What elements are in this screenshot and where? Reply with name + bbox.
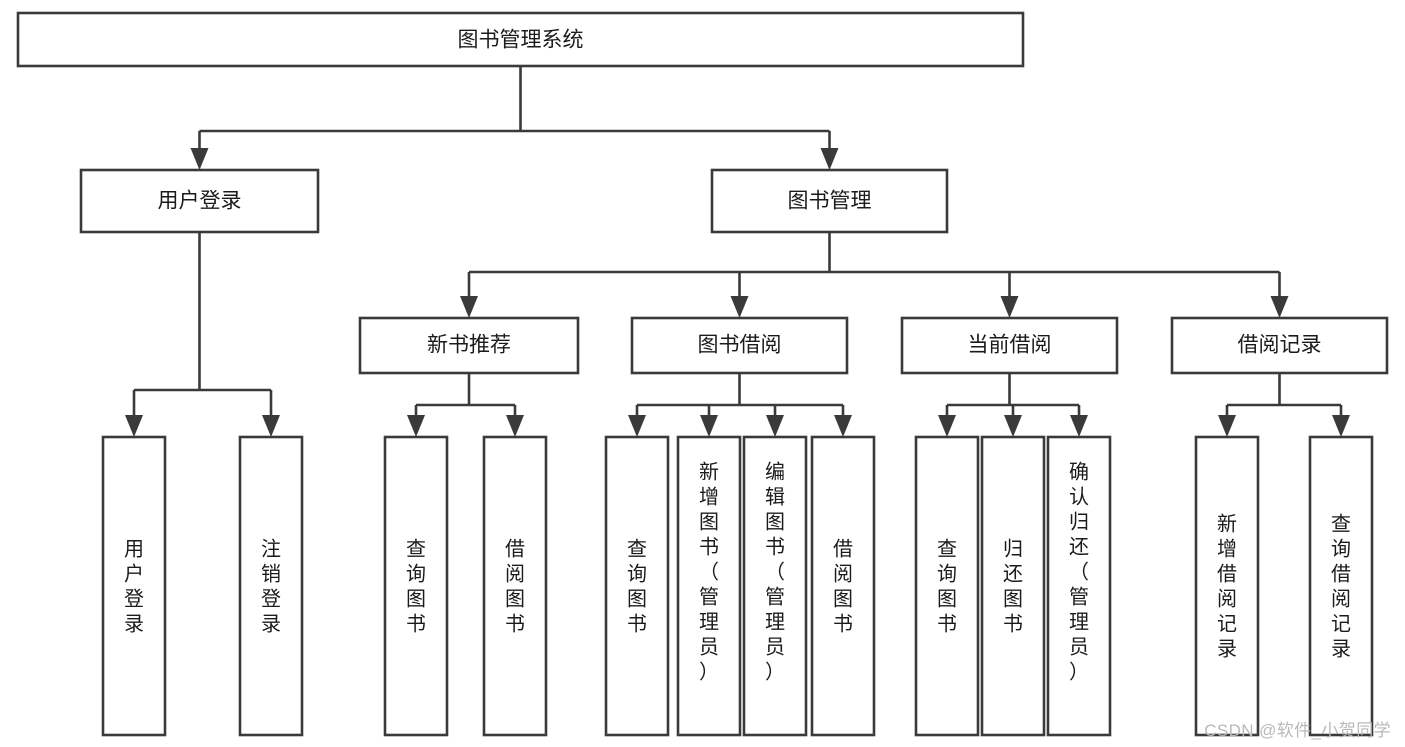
leaf-add-record-label: 新增借阅记录 [1217,513,1237,661]
leaf-confirm-return-box[interactable] [1046,435,1112,737]
node-borrow-record-box[interactable] [1170,316,1389,375]
leaf-confirm-return[interactable]: 确认归还（管理员） [1046,435,1112,737]
arrow-to-leaf-logout-login [262,415,280,437]
arrow-to-leaf-return-book [1004,415,1022,437]
leaf-borrow-book-2-label: 借阅图书 [833,538,853,636]
leaf-query-book-2-label: 查询图书 [627,538,647,636]
leaf-query-book-1[interactable]: 查询图书 [383,435,449,737]
leaf-query-book-2[interactable]: 查询图书 [604,435,670,737]
leaf-query-book-3-label: 查询图书 [937,538,957,636]
node-root-label: 图书管理系统 [458,29,584,52]
node-borrow-record[interactable]: 借阅记录 [1170,316,1389,375]
arrow-to-leaf-query-book-1 [407,415,425,437]
arrow-to-leaf-borrow-book-2 [834,415,852,437]
node-root-box[interactable] [16,11,1025,68]
leaf-edit-book[interactable]: 编辑图书（管理员） [742,435,808,737]
leaf-query-book-3[interactable]: 查询图书 [914,435,980,737]
leaf-logout-login-label: 注销登录 [261,538,281,636]
node-user-login[interactable]: 用户登录 [79,168,320,234]
node-book-borrow-box[interactable] [630,316,849,375]
leaf-add-record[interactable]: 新增借阅记录 [1194,435,1260,737]
node-current-borrow[interactable]: 当前借阅 [900,316,1119,375]
leaf-edit-book-box[interactable] [742,435,808,737]
arrow-to-leaf-query-book-2 [628,415,646,437]
leaf-query-record-label: 查询借阅记录 [1331,513,1351,661]
arrow-to-leaf-add-record [1218,415,1236,437]
leaf-return-book-box[interactable] [980,435,1046,737]
arrow-to-leaf-query-book-3 [938,415,956,437]
leaf-add-book[interactable]: 新增图书（管理员） [676,435,742,737]
arrow-to-leaf-query-record [1332,415,1350,437]
arrow-to-user-login [190,148,209,170]
node-root[interactable]: 图书管理系统 [16,11,1025,68]
arrow-to-leaf-confirm-return [1070,415,1088,437]
node-user-login-box[interactable] [79,168,320,234]
node-book-borrow-label: 图书借阅 [698,334,782,357]
arrow-to-current-borrow [1000,296,1019,318]
arrow-to-leaf-edit-book [766,415,784,437]
node-new-book-rec-label: 新书推荐 [427,334,511,357]
arrow-to-leaf-add-book [700,415,718,437]
node-borrow-record-label: 借阅记录 [1238,334,1322,357]
leaf-borrow-book-1-box[interactable] [482,435,548,737]
leaf-logout-login-box[interactable] [238,435,304,737]
leaf-node-layer: 用户登录 注销登录 查询图书 借阅图书 查询图书 新增图书（管理员） 编辑图书（管理员） 借阅… [101,435,1374,737]
leaf-borrow-book-2[interactable]: 借阅图书 [810,435,876,737]
leaf-add-book-box[interactable] [676,435,742,737]
leaf-borrow-book-1[interactable]: 借阅图书 [482,435,548,737]
arrow-to-leaf-borrow-book-1 [506,415,524,437]
leaf-return-book-label: 归还图书 [1003,538,1023,636]
node-book-manage[interactable]: 图书管理 [710,168,949,234]
node-book-manage-label: 图书管理 [788,190,872,213]
connector-layer [125,66,1350,437]
leaf-borrow-book-1-label: 借阅图书 [505,538,525,636]
leaf-borrow-book-2-box[interactable] [810,435,876,737]
leaf-logout-login[interactable]: 注销登录 [238,435,304,737]
leaf-query-record[interactable]: 查询借阅记录 [1308,435,1374,737]
node-user-login-label: 用户登录 [158,190,242,213]
leaf-query-book-3-box[interactable] [914,435,980,737]
arrow-to-borrow-record [1270,296,1289,318]
node-book-manage-box[interactable] [710,168,949,234]
leaf-add-record-box[interactable] [1194,435,1260,737]
leaf-query-book-2-box[interactable] [604,435,670,737]
node-current-borrow-box[interactable] [900,316,1119,375]
leaf-add-book-label: 新增图书（管理员） [699,461,719,684]
leaf-user-login-label: 用户登录 [124,539,144,636]
arrow-to-book-manage [820,148,839,170]
leaf-query-record-box[interactable] [1308,435,1374,737]
leaf-query-book-1-label: 查询图书 [406,538,426,636]
node-current-borrow-label: 当前借阅 [968,334,1052,357]
node-book-borrow[interactable]: 图书借阅 [630,316,849,375]
leaf-return-book[interactable]: 归还图书 [980,435,1046,737]
node-new-book-rec[interactable]: 新书推荐 [358,316,580,375]
node-new-book-rec-box[interactable] [358,316,580,375]
leaf-user-login-box[interactable] [101,435,167,737]
arrow-to-book-borrow [730,296,749,318]
arrow-to-new-book-rec [460,296,478,318]
leaf-user-login[interactable]: 用户登录 [101,435,167,737]
arrow-to-leaf-user-login [125,415,143,437]
csdn-watermark: CSDN @软件_小贺同学 [1204,721,1391,740]
leaf-query-book-1-box[interactable] [383,435,449,737]
leaf-confirm-return-label: 确认归还（管理员） [1069,461,1089,684]
leaf-edit-book-label: 编辑图书（管理员） [765,461,785,684]
